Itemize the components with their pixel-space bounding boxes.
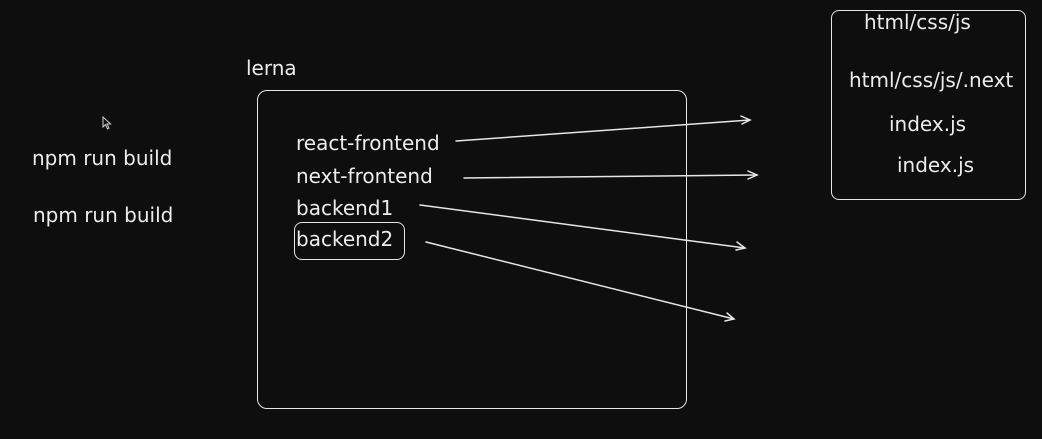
backend2-highlight-box bbox=[294, 222, 405, 260]
output-react-frontend: html/css/js bbox=[864, 10, 971, 34]
outputs-box bbox=[831, 10, 1026, 200]
output-next-frontend: html/css/js/.next bbox=[849, 68, 1014, 92]
npm-build-command-1: npm run build bbox=[32, 146, 173, 170]
npm-build-command-2: npm run build bbox=[33, 203, 174, 227]
package-react-frontend: react-frontend bbox=[296, 131, 440, 155]
mouse-pointer-icon bbox=[102, 115, 112, 134]
output-backend2: index.js bbox=[897, 153, 975, 177]
package-next-frontend: next-frontend bbox=[296, 164, 433, 188]
package-backend1: backend1 bbox=[296, 196, 394, 220]
package-backend2: backend2 bbox=[296, 227, 394, 251]
lerna-label: lerna bbox=[246, 56, 297, 80]
output-backend1: index.js bbox=[889, 112, 967, 136]
